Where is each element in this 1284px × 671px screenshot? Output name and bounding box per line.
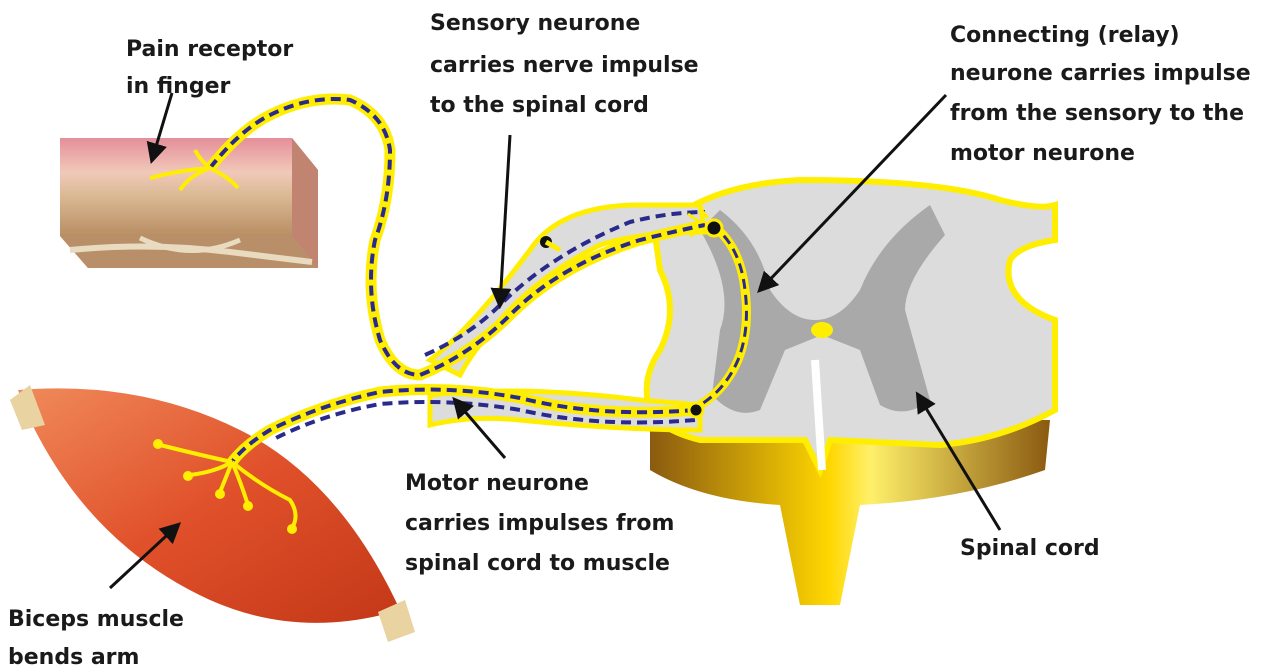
end-plate-dot	[183, 471, 193, 481]
svg-text:in finger: in finger	[126, 74, 231, 99]
label-biceps: Biceps muscle bends arm	[8, 607, 184, 670]
svg-text:from the sensory to the: from the sensory to the	[950, 101, 1244, 126]
svg-text:to the spinal cord: to the spinal cord	[430, 93, 649, 118]
label-pain-receptor: Pain receptor in finger	[126, 37, 293, 99]
svg-text:Connecting (relay): Connecting (relay)	[950, 23, 1180, 48]
end-plate-dot	[243, 501, 253, 511]
label-relay-neurone: Connecting (relay) neurone carries impul…	[950, 23, 1251, 166]
end-plate-dot	[215, 489, 225, 499]
biceps-muscle	[10, 385, 415, 642]
svg-text:bends arm: bends arm	[8, 645, 139, 670]
svg-text:carries impulses from: carries impulses from	[405, 511, 674, 536]
label-sensory-neurone: Sensory neurone carries nerve impulse to…	[430, 11, 699, 118]
svg-text:neurone carries impulse: neurone carries impulse	[950, 61, 1251, 86]
end-plate-dot	[153, 439, 163, 449]
svg-text:Sensory neurone: Sensory neurone	[430, 11, 640, 36]
label-motor-neurone: Motor neurone carries impulses from spin…	[405, 471, 674, 576]
svg-text:Biceps muscle: Biceps muscle	[8, 607, 184, 632]
svg-text:motor neurone: motor neurone	[950, 141, 1135, 166]
svg-text:carries nerve impulse: carries nerve impulse	[430, 53, 699, 78]
svg-text:Spinal cord: Spinal cord	[960, 536, 1100, 561]
end-plate-dot	[287, 524, 297, 534]
svg-text:spinal cord to muscle: spinal cord to muscle	[405, 551, 670, 576]
label-spinal-cord: Spinal cord	[960, 536, 1100, 561]
svg-text:Motor neurone: Motor neurone	[405, 471, 589, 496]
svg-text:Pain receptor: Pain receptor	[126, 37, 293, 62]
finger-skin-block	[60, 138, 318, 268]
